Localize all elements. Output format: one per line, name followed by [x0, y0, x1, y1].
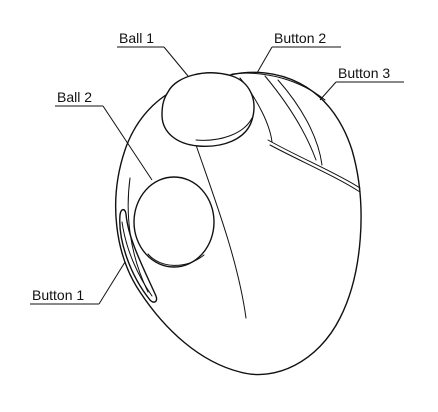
- label-button1: Button 1: [32, 287, 84, 303]
- button1-shape: [119, 208, 158, 303]
- label-button2: Button 2: [274, 30, 326, 46]
- ball2: [133, 176, 215, 268]
- ball1: [161, 72, 255, 147]
- ball2-leader: [102, 105, 153, 181]
- button3-top-edge: [231, 72, 326, 101]
- button3-separator-a: [264, 75, 317, 161]
- button-region-edge: [267, 139, 361, 189]
- button1-inner: [121, 221, 153, 297]
- button1-leader: [98, 261, 126, 305]
- body-parting-line: [195, 144, 247, 319]
- button2-leader: [256, 46, 273, 74]
- label-ball1: Ball 1: [119, 30, 154, 46]
- button3-leader: [319, 81, 337, 101]
- label-ball2: Ball 2: [57, 89, 92, 105]
- button3-separator-b: [277, 79, 323, 166]
- ball2-shadow: [147, 253, 205, 266]
- label-button3: Button 3: [338, 65, 390, 81]
- leader-lines: [30, 46, 404, 305]
- mouse-body-outline: [114, 71, 362, 376]
- ball1-leader: [163, 46, 189, 77]
- button-region-edge-inner: [269, 144, 361, 193]
- ball1-shadow: [195, 117, 253, 141]
